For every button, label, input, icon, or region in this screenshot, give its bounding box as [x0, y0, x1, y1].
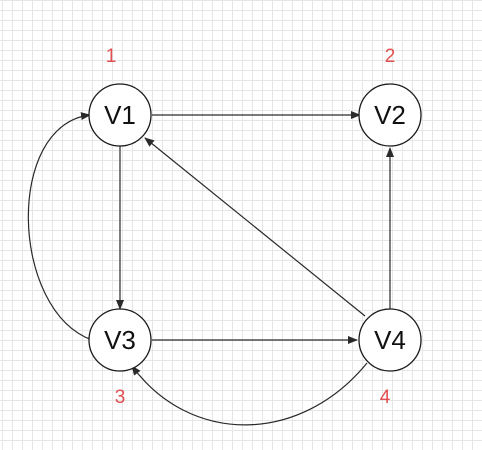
node-v2: V2: [358, 83, 422, 147]
node-v4: V4: [358, 308, 422, 372]
node-v3: V3: [88, 308, 152, 372]
index-label-v4: 4: [380, 387, 391, 408]
edge-v3-v1: [27, 112, 93, 341]
index-label-v3: 3: [115, 387, 126, 408]
index-label-v1: 1: [106, 46, 117, 67]
edge-v4-v1: [144, 137, 366, 317]
node-v1: V1: [88, 83, 152, 147]
node-v2-label: V2: [374, 100, 406, 130]
node-v4-label: V4: [374, 325, 406, 355]
node-v3-label: V3: [104, 325, 136, 355]
edge-v4-v3: [131, 362, 368, 426]
node-v3-circle: [88, 308, 152, 372]
node-v1-label: V1: [104, 100, 136, 130]
node-v2-circle: [358, 83, 422, 147]
node-v1-circle: [88, 83, 152, 147]
index-label-v2: 2: [385, 46, 396, 67]
node-v4-circle: [358, 308, 422, 372]
